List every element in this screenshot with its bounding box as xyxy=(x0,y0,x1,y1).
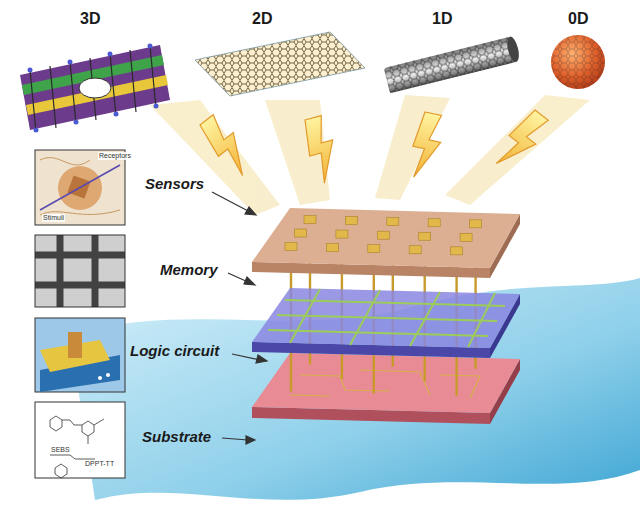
layer-label: Logic circuit xyxy=(130,343,219,360)
substrate-sheet xyxy=(70,278,640,500)
leader-arrows xyxy=(212,192,267,444)
dimension-label: 3D xyxy=(80,10,100,28)
inset-text: DPPT-TT xyxy=(84,460,115,468)
sensor-pad xyxy=(285,243,297,251)
sensor-pad xyxy=(451,247,463,255)
sensor-pad xyxy=(387,218,399,226)
sensor-pad xyxy=(460,233,472,241)
lightning-bolts xyxy=(196,107,552,185)
layer-label: Substrate xyxy=(142,429,211,446)
dimension-label: 1D xyxy=(432,10,452,28)
sensor-pad xyxy=(295,229,307,237)
sensor-pad xyxy=(336,230,348,238)
0d-nanoparticle xyxy=(551,35,605,89)
dimension-label: 2D xyxy=(252,10,272,28)
inset-transistor xyxy=(35,318,125,392)
memory-layer xyxy=(252,288,520,358)
1d-nanotube xyxy=(384,35,521,93)
inset-text: Receptors xyxy=(98,152,132,160)
sensor-pad xyxy=(409,246,421,254)
dimension-label: 0D xyxy=(568,10,588,28)
sensor-pad xyxy=(345,217,357,225)
layer-label: Memory xyxy=(160,262,218,279)
sensor-pad xyxy=(326,244,338,252)
inset-chemical-structure xyxy=(35,402,125,478)
2d-sheet xyxy=(195,32,365,96)
sensor-layer xyxy=(252,208,520,278)
inset-sensor xyxy=(35,150,125,225)
sensor-pad xyxy=(377,231,389,239)
inset-text: SEBS xyxy=(50,446,71,454)
sensor-pad xyxy=(368,245,380,253)
sensor-pad xyxy=(470,220,482,228)
light-beams xyxy=(150,95,590,215)
sensor-pad xyxy=(304,216,316,224)
3d-framework xyxy=(20,44,170,133)
inset-memory-grid xyxy=(35,235,125,307)
inset-text: Stimuli xyxy=(42,214,65,222)
sensor-pad xyxy=(428,219,440,227)
layer-label: Sensors xyxy=(145,176,204,193)
sensor-pad xyxy=(419,232,431,240)
logic-layer xyxy=(252,353,520,424)
